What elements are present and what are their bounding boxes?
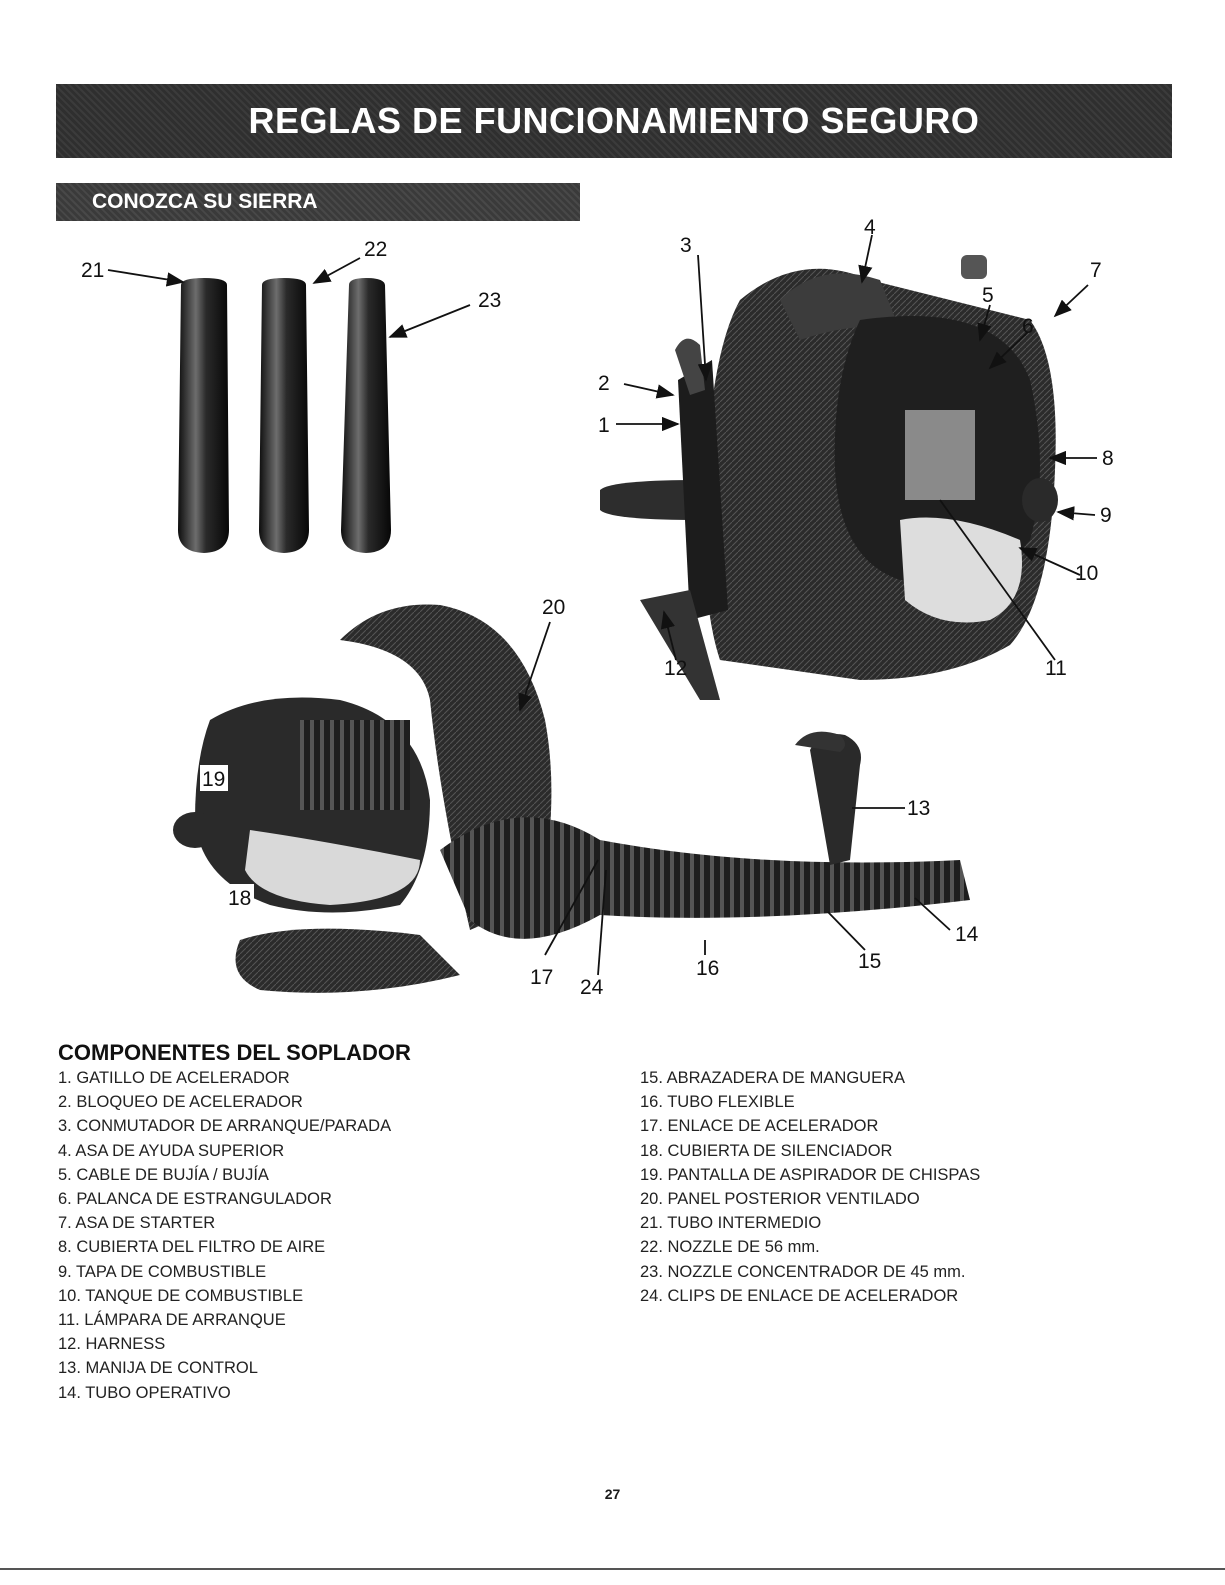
callout-15: 15 [858, 950, 881, 973]
callout-5: 5 [982, 284, 994, 307]
nozzle-45mm [341, 278, 391, 553]
blower-illustration: 1 2 3 4 5 6 7 8 9 10 11 12 13 14 15 16 1… [81, 216, 1114, 999]
callout-20: 20 [542, 596, 565, 619]
callout-21: 21 [81, 259, 104, 282]
list-item: 11. LÁMPARA DE ARRANQUE [58, 1311, 286, 1330]
components-list-right: 15. ABRAZADERA DE MANGUERA 16. TUBO FLEX… [640, 1066, 980, 1308]
callout-8: 8 [1102, 447, 1114, 470]
callout-7: 7 [1090, 259, 1102, 282]
section-banner: CONOZCA SU SIERRA [56, 183, 580, 221]
callout-6: 6 [1022, 315, 1034, 338]
callout-12: 12 [664, 657, 687, 680]
list-item: 2. BLOQUEO DE ACELERADOR [58, 1093, 303, 1112]
list-item: 4. ASA DE AYUDA SUPERIOR [58, 1141, 285, 1160]
list-item: 22. NOZZLE DE 56 mm. [640, 1238, 820, 1257]
section-title: CONOZCA SU SIERRA [92, 190, 318, 213]
callout-11: 11 [1045, 657, 1067, 680]
tube-group [178, 278, 391, 553]
list-item: 9. TAPA DE COMBUSTIBLE [58, 1262, 267, 1281]
list-item: 5. CABLE DE BUJÍA / BUJÍA [58, 1165, 269, 1184]
callout-24: 24 [580, 976, 604, 999]
list-item: 13. MANIJA DE CONTROL [58, 1359, 258, 1378]
callout-23: 23 [478, 289, 501, 312]
list-item: 3. CONMUTADOR DE ARRANQUE/PARADA [58, 1117, 392, 1136]
bottom-divider [0, 1568, 1225, 1570]
list-item: 10. TANQUE DE COMBUSTIBLE [58, 1286, 304, 1305]
list-item: 15. ABRAZADERA DE MANGUERA [640, 1069, 905, 1087]
list-item: 6. PALANCA DE ESTRANGULADOR [58, 1190, 332, 1209]
list-item: 17. ENLACE DE ACELERADOR [640, 1117, 879, 1136]
blower-side-view [173, 604, 970, 993]
list-item: 18. CUBIERTA DE SILENCIADOR [640, 1141, 893, 1160]
intermediate-tube [178, 278, 229, 553]
callout-10: 10 [1075, 562, 1098, 585]
list-item: 12. HARNESS [58, 1335, 166, 1354]
page-title: REGLAS DE FUNCIONAMIENTO SEGURO [248, 100, 980, 141]
list-item: 21. TUBO INTERMEDIO [640, 1214, 822, 1233]
blower-rear-view [600, 255, 1058, 700]
callout-22: 22 [364, 238, 387, 261]
callout-4: 4 [864, 216, 876, 239]
list-item: 16. TUBO FLEXIBLE [640, 1093, 795, 1112]
list-item: 1. GATILLO DE ACELERADOR [58, 1069, 290, 1087]
callout-19: 19 [202, 768, 225, 791]
components-heading: COMPONENTES DEL SOPLADOR [58, 1040, 411, 1065]
callout-16: 16 [696, 957, 719, 980]
list-item: 7. ASA DE STARTER [58, 1214, 216, 1233]
callout-13: 13 [907, 797, 930, 820]
callout-labels: 1 2 3 4 5 6 7 8 9 10 11 12 13 14 15 16 1… [81, 216, 1114, 999]
page-title-banner: REGLAS DE FUNCIONAMIENTO SEGURO [56, 84, 1172, 158]
callout-14: 14 [955, 923, 979, 946]
list-item: 20. PANEL POSTERIOR VENTILADO [640, 1190, 920, 1209]
nozzle-56mm [259, 278, 309, 553]
leader-lines [107, 234, 1097, 976]
components-list-left: 1. GATILLO DE ACELERADOR 2. BLOQUEO DE A… [58, 1066, 391, 1405]
page-number: 27 [604, 1486, 621, 1502]
list-item: 19. PANTALLA DE ASPIRADOR DE CHISPAS [640, 1165, 981, 1184]
callout-17: 17 [530, 966, 553, 989]
callout-3: 3 [680, 234, 692, 257]
callout-18: 18 [228, 887, 251, 910]
callout-1: 1 [598, 414, 610, 437]
callout-9: 9 [1100, 504, 1112, 527]
list-item: 24. CLIPS DE ENLACE DE ACELERADOR [640, 1286, 959, 1305]
list-item: 23. NOZZLE CONCENTRADOR DE 45 mm. [640, 1262, 966, 1281]
list-item: 8. CUBIERTA DEL FILTRO DE AIRE [58, 1238, 326, 1257]
callout-2: 2 [598, 372, 610, 395]
list-item: 14. TUBO OPERATIVO [58, 1383, 231, 1402]
